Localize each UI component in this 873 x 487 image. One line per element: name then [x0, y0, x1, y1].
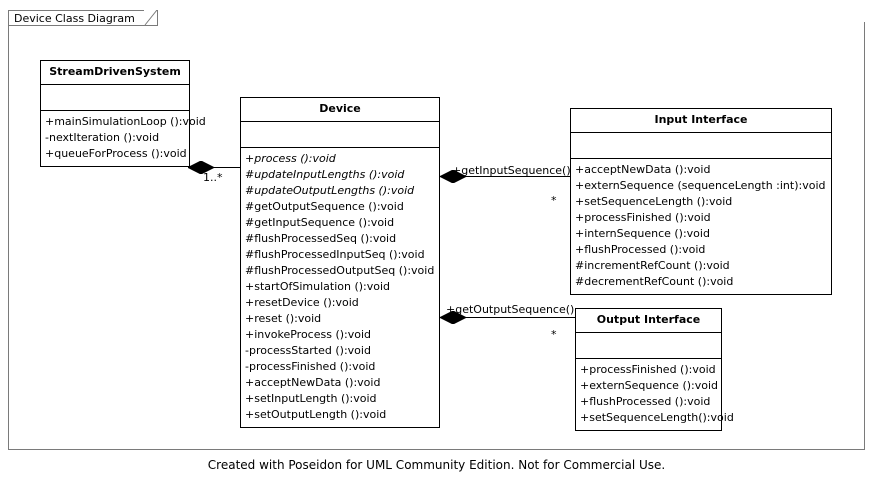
class-attributes-output-interface	[576, 333, 721, 359]
operation-row[interactable]: #flushProcessedOutputSeq ():void	[245, 264, 435, 277]
operation-row[interactable]: #decrementRefCount ():void	[575, 275, 734, 288]
class-name-device: Device	[241, 98, 439, 122]
class-operations-device: +process ():void #updateInputLengths ():…	[241, 148, 439, 427]
operation-row[interactable]: #incrementRefCount ():void	[575, 259, 730, 272]
operation-row[interactable]: +process ():void	[245, 152, 336, 165]
operation-row[interactable]: #flushProcessedInputSeq ():void	[245, 248, 425, 261]
operation-row[interactable]: +startOfSimulation ():void	[245, 280, 391, 293]
composition-diamond-device-input	[440, 170, 466, 183]
class-box-streamdrivensystem[interactable]: StreamDrivenSystem +mainSimulationLoop (…	[40, 60, 206, 167]
operation-row[interactable]: +flushProcessed ():void	[575, 243, 706, 256]
operation-row[interactable]: #flushProcessedSeq ():void	[245, 232, 397, 245]
operation-row[interactable]: #updateOutputLengths ():void	[245, 184, 415, 197]
multiplicity-device-input: *	[551, 194, 557, 207]
tab-corner-fold-icon	[143, 10, 158, 26]
class-box-output-interface[interactable]: Output Interface +processFinished ():voi…	[575, 308, 734, 431]
operation-row[interactable]: #getOutputSequence ():void	[245, 200, 404, 213]
operation-row[interactable]: +setSequenceLength ():void	[575, 195, 733, 208]
class-name-input-interface: Input Interface	[571, 109, 831, 133]
operation-row[interactable]: #getInputSequence ():void	[245, 216, 395, 229]
assoc-label-device-input: +getInputSequence()	[452, 164, 571, 177]
assoc-line-sds-device	[190, 167, 240, 168]
operation-row[interactable]: +flushProcessed ():void	[580, 395, 711, 408]
multiplicity-sds-device: 1..*	[203, 171, 223, 184]
class-operations-streamdrivensystem: +mainSimulationLoop ():void -nextIterati…	[41, 111, 206, 166]
operation-row[interactable]: +mainSimulationLoop ():void	[45, 115, 206, 128]
class-attributes-device	[241, 122, 439, 148]
composition-diamond-device-output	[440, 311, 466, 324]
operation-row[interactable]: +internSequence ():void	[575, 227, 710, 240]
operation-row[interactable]: +externSequence ():void	[580, 379, 719, 392]
multiplicity-device-output: *	[551, 328, 557, 341]
class-attributes-input-interface	[571, 133, 831, 159]
operation-row[interactable]: -nextIteration ():void	[45, 131, 160, 144]
operation-row[interactable]: +invokeProcess ():void	[245, 328, 372, 341]
operation-row[interactable]: +externSequence (sequenceLength :int):vo…	[575, 179, 826, 192]
class-name-streamdrivensystem: StreamDrivenSystem	[41, 61, 189, 85]
composition-diamond-sds-device	[188, 161, 214, 174]
class-operations-output-interface: +processFinished ():void +externSequence…	[576, 359, 734, 430]
class-box-input-interface[interactable]: Input Interface +acceptNewData ():void +…	[570, 108, 832, 295]
operation-row[interactable]: +processFinished ():void	[575, 211, 711, 224]
footer-watermark: Created with Poseidon for UML Community …	[207, 458, 666, 472]
assoc-label-device-output: +getOutputSequence()	[446, 303, 575, 316]
operation-row[interactable]: +processFinished ():void	[580, 363, 716, 376]
operation-row[interactable]: +setInputLength ():void	[245, 392, 377, 405]
operation-row[interactable]: #updateInputLengths ():void	[245, 168, 405, 181]
diagram-frame-tab-label: Device Class Diagram	[14, 12, 135, 25]
operation-row[interactable]: +setOutputLength ():void	[245, 408, 387, 421]
operation-row[interactable]: +reset ():void	[245, 312, 322, 325]
operation-row[interactable]: +setSequenceLength():void	[580, 411, 734, 424]
class-attributes-streamdrivensystem	[41, 85, 189, 111]
operation-row[interactable]: +acceptNewData ():void	[575, 163, 711, 176]
class-box-device[interactable]: Device +process ():void #updateInputLeng…	[240, 97, 440, 428]
diagram-frame-tab[interactable]: Device Class Diagram	[8, 10, 158, 26]
operation-row[interactable]: +resetDevice ():void	[245, 296, 359, 309]
operation-row[interactable]: -processFinished ():void	[245, 360, 376, 373]
operation-row[interactable]: +queueForProcess ():void	[45, 147, 187, 160]
diagram-frame-border	[8, 22, 865, 450]
operation-row[interactable]: +acceptNewData ():void	[245, 376, 381, 389]
assoc-line-device-output	[440, 317, 575, 318]
class-operations-input-interface: +acceptNewData ():void +externSequence (…	[571, 159, 831, 294]
assoc-line-device-input	[440, 176, 570, 177]
class-name-output-interface: Output Interface	[576, 309, 721, 333]
operation-row[interactable]: -processStarted ():void	[245, 344, 371, 357]
